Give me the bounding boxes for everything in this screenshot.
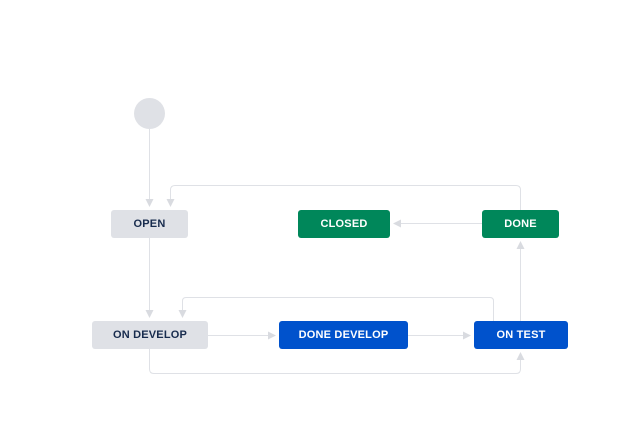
- edge-on-develop-to-on-test: [149, 349, 525, 374]
- status-closed[interactable]: CLOSED: [298, 210, 390, 238]
- status-closed-label: CLOSED: [320, 218, 368, 230]
- status-on-develop-label: ON DEVELOP: [112, 329, 188, 341]
- status-done-develop-label: DONE DEVELOP: [298, 329, 389, 341]
- status-open-label: OPEN: [133, 218, 166, 230]
- start-node[interactable]: [134, 98, 165, 129]
- status-on-test-label: ON TEST: [496, 329, 546, 341]
- status-done-develop[interactable]: DONE DEVELOP: [279, 321, 408, 349]
- edge-on-test-to-on-develop: [178, 297, 494, 321]
- status-open[interactable]: OPEN: [111, 210, 188, 238]
- status-done-label: DONE: [504, 218, 537, 230]
- status-done[interactable]: DONE: [482, 210, 559, 238]
- status-on-develop[interactable]: ON DEVELOP: [92, 321, 208, 349]
- edge-done-to-open: [166, 185, 521, 210]
- status-on-test[interactable]: ON TEST: [474, 321, 568, 349]
